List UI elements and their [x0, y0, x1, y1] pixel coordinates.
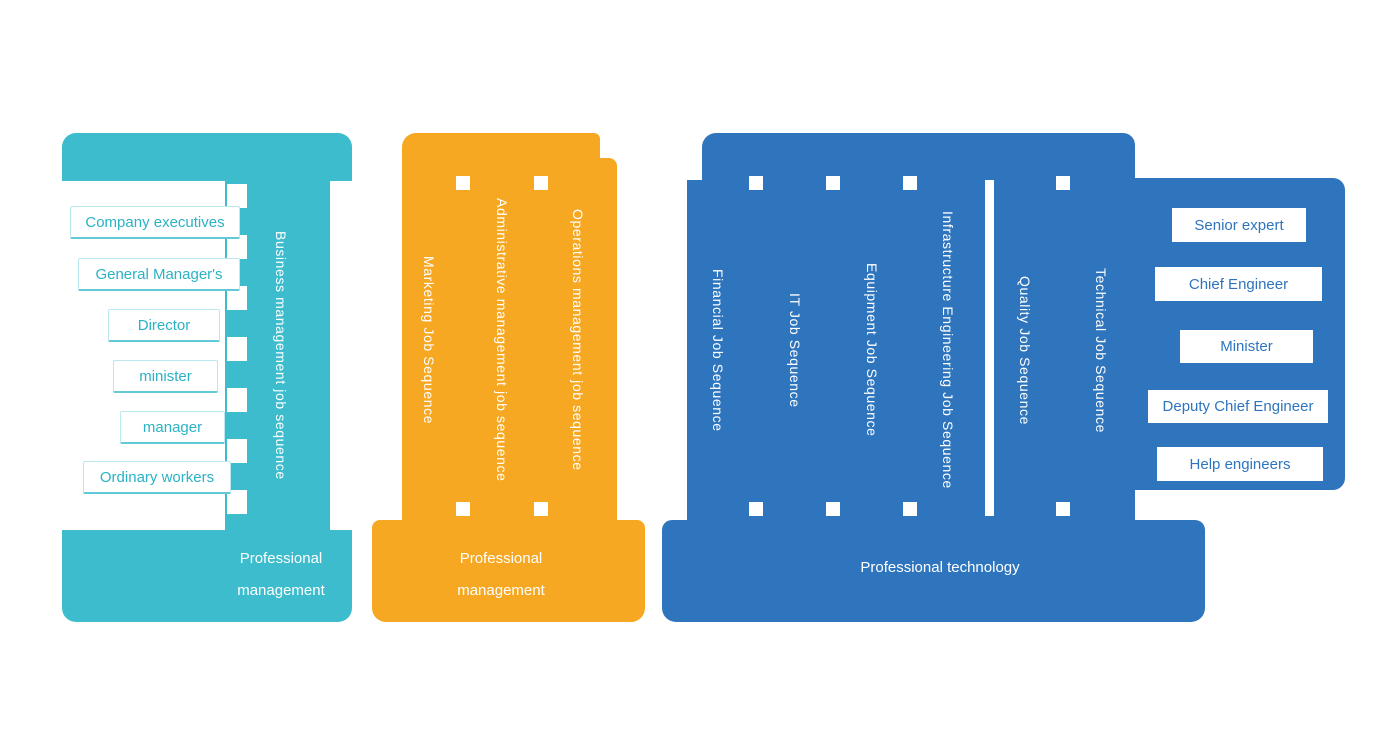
ladder-notch	[227, 337, 247, 361]
management-footer-line1: Professional	[459, 550, 543, 567]
segment-tick	[1056, 176, 1070, 190]
ladder-notch	[227, 286, 247, 310]
business-footer: Professional management	[200, 543, 362, 607]
it-sequence-label: IT Job Sequence	[787, 292, 803, 408]
level-box-general-managers: General Manager's	[78, 258, 240, 291]
level-box-ordinary-workers: Ordinary workers	[83, 461, 231, 494]
business-block-top-band	[62, 133, 352, 181]
level-box-manager: manager	[120, 411, 225, 444]
segment-tick	[534, 502, 548, 516]
marketing-sequence-label: Marketing Job Sequence	[421, 255, 437, 425]
equipment-sequence-label: Equipment Job Sequence	[864, 263, 880, 437]
ladder-notch	[227, 184, 247, 208]
technical-sequence-label: Technical Job Sequence	[1093, 267, 1109, 433]
management-footer-line2: management	[457, 582, 545, 599]
ladder-notch	[227, 439, 247, 463]
business-footer-line1: Professional	[239, 550, 323, 567]
management-block-top-band	[402, 133, 600, 161]
level-box-director: Director	[108, 309, 220, 342]
role-box-senior-expert: Senior expert	[1172, 208, 1306, 242]
segment-tick	[903, 176, 917, 190]
ladder-notch	[227, 490, 247, 514]
role-box-help-engineers: Help engineers	[1157, 447, 1323, 481]
technology-block-bottom-band	[662, 520, 1205, 622]
role-box-minister: Minister	[1180, 330, 1313, 363]
business-block-bottom-band	[62, 530, 352, 622]
business-sequence-label: Business management job sequence	[273, 231, 289, 480]
segment-tick	[456, 502, 470, 516]
business-footer-line2: management	[237, 582, 325, 599]
quality-sequence-label: Quality Job Sequence	[1017, 275, 1033, 425]
infrastructure-sequence-label: Infrastructure Engineering Job Sequence	[940, 211, 956, 489]
level-box-minister: minister	[113, 360, 218, 393]
administrative-sequence-label: Administrative management job sequence	[494, 198, 510, 482]
technology-block-body	[687, 180, 1135, 520]
management-footer: Professional management	[420, 543, 582, 607]
column-divider	[985, 180, 994, 516]
management-block-body	[402, 158, 617, 520]
level-box-company-executives: Company executives	[70, 206, 240, 239]
technology-footer: Professional technology	[860, 559, 1020, 576]
ladder-notch	[227, 388, 247, 412]
segment-tick	[534, 176, 548, 190]
management-block-bottom-band	[372, 520, 645, 622]
role-box-chief-engineer: Chief Engineer	[1155, 267, 1322, 301]
segment-tick	[749, 502, 763, 516]
technology-block-top-band	[702, 133, 1135, 180]
segment-tick	[1056, 502, 1070, 516]
role-box-deputy-chief-engineer: Deputy Chief Engineer	[1148, 390, 1328, 423]
segment-tick	[826, 176, 840, 190]
segment-tick	[749, 176, 763, 190]
segment-tick	[903, 502, 917, 516]
ladder-notch	[227, 235, 247, 259]
financial-sequence-label: Financial Job Sequence	[710, 268, 726, 432]
segment-tick	[826, 502, 840, 516]
segment-tick	[456, 176, 470, 190]
operations-sequence-label: Operations management job sequence	[570, 209, 586, 471]
